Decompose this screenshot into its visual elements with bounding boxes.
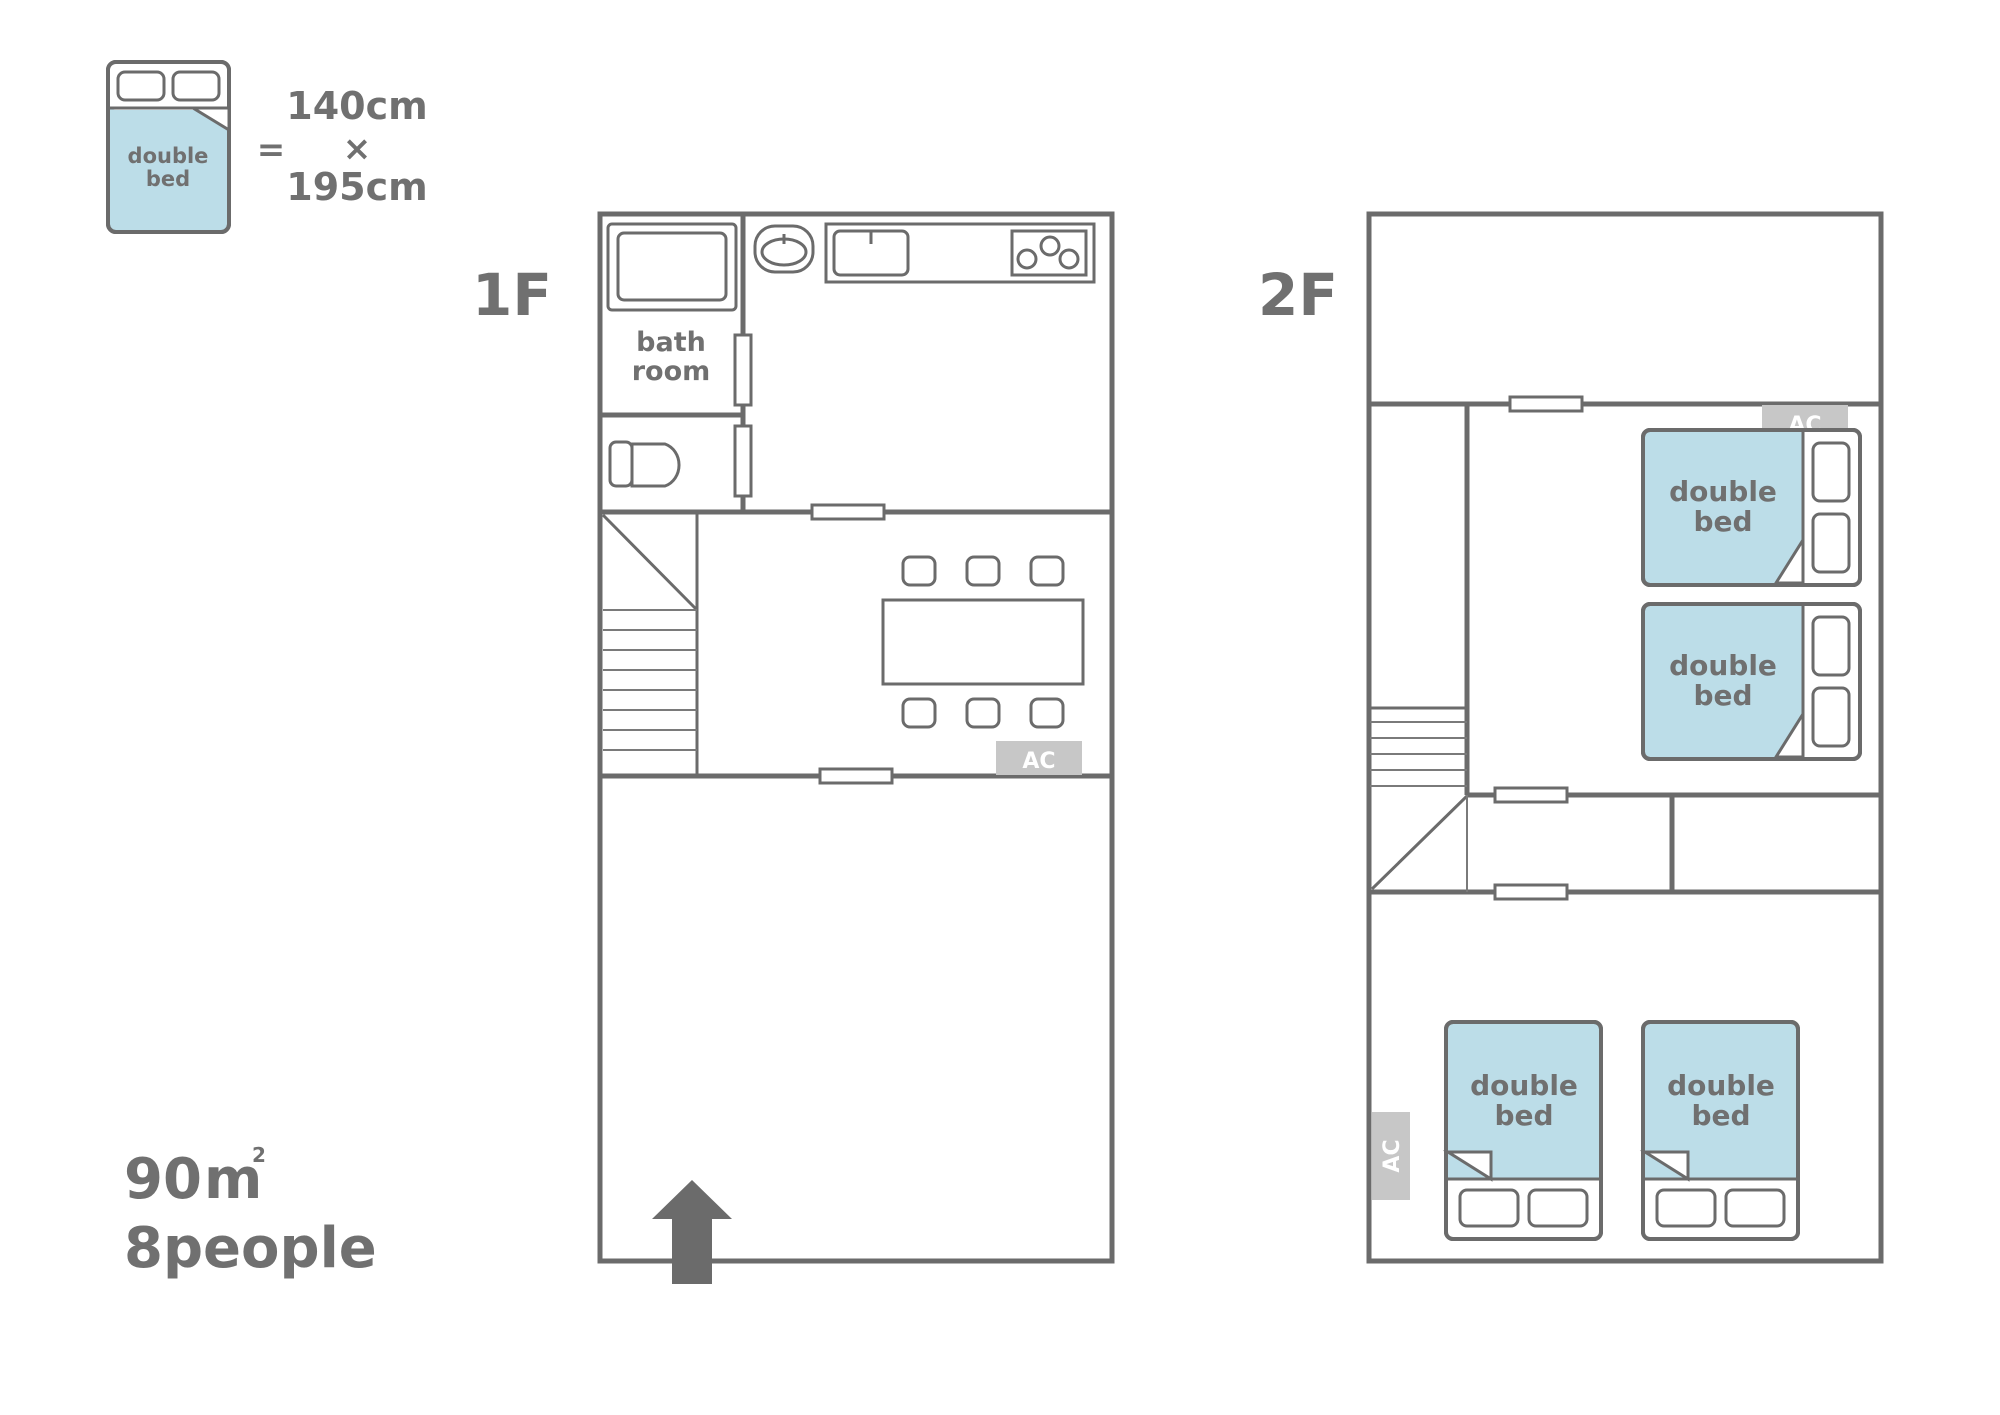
pillow-icon bbox=[1811, 686, 1851, 748]
staircase-icon bbox=[601, 512, 699, 776]
toilet-icon bbox=[608, 440, 681, 488]
bed-label-line2: bed bbox=[1691, 1099, 1750, 1132]
legend-bed-length: 195cm bbox=[286, 165, 427, 209]
legend-bed-width: 140cm bbox=[286, 84, 427, 128]
toilet-door bbox=[733, 424, 753, 498]
bedroom-door-lower bbox=[1493, 883, 1569, 901]
floor-2f-label: 2F bbox=[1258, 261, 1338, 329]
legend-bed-label-line1: double bbox=[128, 144, 209, 168]
area-unit-superscript: 2 bbox=[252, 1143, 266, 1167]
bed-label-line1: double bbox=[1669, 649, 1777, 682]
chair-icon bbox=[965, 555, 1001, 587]
bed-label-line2: bed bbox=[1693, 679, 1752, 712]
double-bed: double bed bbox=[1442, 1020, 1603, 1241]
pillow-icon bbox=[1724, 1188, 1786, 1228]
chair-icon bbox=[1029, 555, 1065, 587]
pillow-icon bbox=[1458, 1188, 1520, 1228]
floor-2f: 2F AC bbox=[1258, 211, 1884, 1264]
bathtub-icon bbox=[606, 222, 738, 312]
bed-label-line2: bed bbox=[1693, 505, 1752, 538]
pillow-icon bbox=[1655, 1188, 1717, 1228]
capacity: 8people bbox=[124, 1216, 377, 1281]
floor-1f-label: 1F bbox=[472, 261, 552, 329]
ac-label-1f: AC bbox=[1022, 749, 1055, 774]
chair-icon bbox=[1029, 697, 1065, 729]
ac-label-2f-side: AC bbox=[1380, 1139, 1405, 1172]
pillow-icon bbox=[1811, 512, 1851, 574]
double-bed: double bed bbox=[1639, 1020, 1800, 1241]
area-number: 90 bbox=[124, 1147, 202, 1212]
summary: 90 m 2 8people bbox=[124, 1143, 377, 1281]
legend-times: × bbox=[343, 129, 372, 169]
bed-label-line1: double bbox=[1667, 1069, 1775, 1102]
pillow-icon bbox=[1811, 441, 1851, 503]
floor-1f: 1F bath room bbox=[472, 211, 1115, 1284]
bathroom-label-line1: bath bbox=[636, 327, 706, 358]
bed-label-line1: double bbox=[1470, 1069, 1578, 1102]
sink-icon bbox=[753, 224, 815, 274]
entrance-arrow-icon bbox=[652, 1180, 732, 1284]
chair-icon bbox=[901, 697, 937, 729]
stove-icon bbox=[1010, 229, 1088, 277]
chair-icon bbox=[965, 697, 1001, 729]
hall-door bbox=[1493, 786, 1569, 804]
legend: double bed = 140cm × 195cm bbox=[106, 60, 428, 234]
kitchen-door bbox=[810, 503, 886, 521]
living-door bbox=[818, 767, 894, 785]
floor-2f-outline bbox=[1366, 211, 1884, 1264]
legend-bed-icon: double bed bbox=[106, 60, 231, 234]
ac-unit-2f-side: AC bbox=[1372, 1112, 1410, 1200]
dining-table-icon bbox=[881, 555, 1085, 729]
bed-label-line1: double bbox=[1669, 475, 1777, 508]
pillow-icon bbox=[116, 70, 166, 102]
staircase-2f-icon bbox=[1370, 706, 1469, 892]
bathroom-door bbox=[733, 333, 753, 407]
bed-label-line2: bed bbox=[1494, 1099, 1553, 1132]
ac-unit-1f: AC bbox=[996, 741, 1082, 775]
legend-equals: = bbox=[257, 130, 286, 170]
area-unit: m bbox=[204, 1147, 262, 1212]
legend-bed-label-line2: bed bbox=[146, 167, 190, 191]
pillow-icon bbox=[1527, 1188, 1589, 1228]
floor-1f-outline bbox=[597, 211, 1115, 1264]
chair-icon bbox=[901, 555, 937, 587]
bedroom-door-upper bbox=[1508, 395, 1584, 413]
bathroom-label-line2: room bbox=[632, 356, 711, 387]
double-bed: double bed bbox=[1641, 602, 1862, 761]
pillow-icon bbox=[171, 70, 221, 102]
double-bed: double bed bbox=[1641, 428, 1862, 587]
pillow-icon bbox=[1811, 615, 1851, 677]
